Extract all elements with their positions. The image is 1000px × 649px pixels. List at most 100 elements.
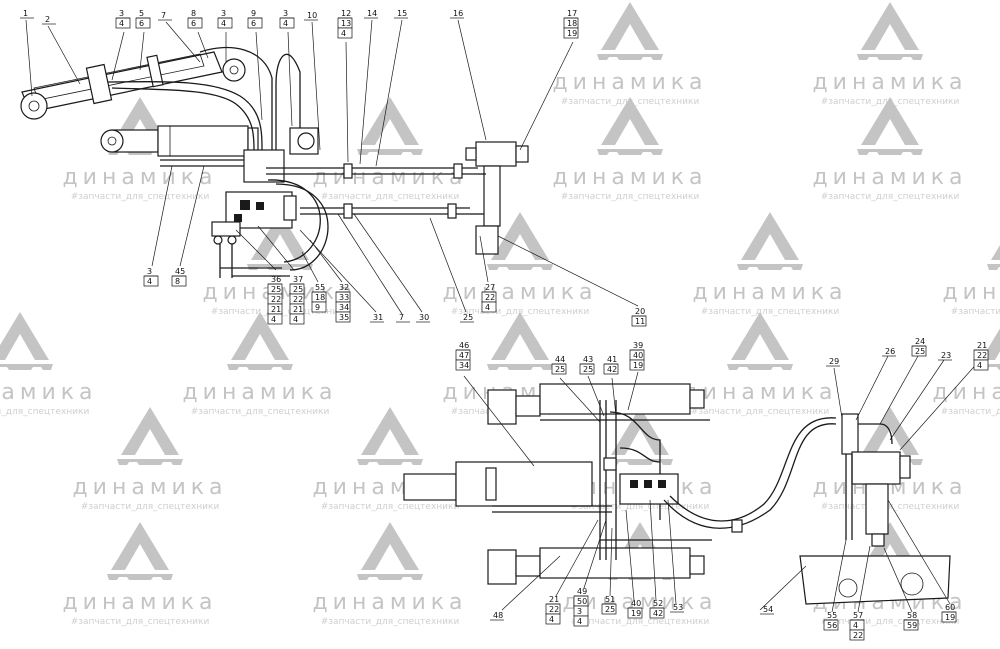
watermark-word: динамика — [692, 280, 848, 305]
callout-number: 55 — [315, 283, 325, 292]
callout-1: 1 — [20, 9, 34, 19]
watermark-word: динамика — [812, 165, 968, 190]
callout-number: 4 — [293, 315, 298, 324]
triangle-gear-logo — [597, 2, 663, 60]
watermark-word: динамика — [312, 165, 468, 190]
watermark-word: динамика — [682, 380, 838, 405]
callout-number: 4 — [577, 617, 582, 626]
callout-number: 37 — [293, 275, 303, 284]
watermark-tag: #запчасти_для_спецтехники — [560, 192, 700, 202]
watermark-tag: #запчасти_для_спецтехники — [820, 192, 960, 202]
callout-number: 22 — [549, 605, 559, 614]
watermark-tag: #запчасти_для_спецтехники — [450, 307, 590, 317]
triangle-gear-logo — [107, 522, 173, 580]
watermark-tag: #запчасти_для_спецтехники — [820, 617, 960, 627]
callout-number: 9 — [315, 303, 320, 312]
steering-unit-lower — [841, 413, 911, 547]
callout-23: 7 — [396, 313, 410, 323]
triangle-gear-logo — [0, 312, 53, 370]
triangle-gear-logo — [247, 212, 313, 270]
callout-number: 4 — [549, 615, 554, 624]
callout-box — [849, 629, 865, 641]
triangle-gear-logo — [117, 407, 183, 465]
watermark: динамика#запчасти_для_спецтехники — [40, 520, 240, 627]
callout-number: 60 — [945, 603, 955, 612]
callout-number: 49 — [577, 587, 587, 596]
callout-number: 39 — [633, 341, 643, 350]
watermark-tag: #запчасти_для_спецтехники — [570, 617, 710, 627]
watermark: динамика#запчасти_для_спецтехники — [420, 210, 620, 317]
callout-17: 458 — [171, 267, 187, 287]
callout-14: 16 — [450, 9, 464, 19]
callout-number: 53 — [673, 603, 683, 612]
watermark-tag: #запчасти_для_спецтехники — [570, 502, 710, 512]
callout-number: 19 — [945, 613, 955, 622]
callout-number: 44 — [555, 355, 565, 364]
callout-number: 17 — [567, 9, 577, 18]
triangle-gear-logo — [357, 97, 423, 155]
triangle-gear-logo — [857, 97, 923, 155]
callout-number: 5 — [139, 9, 144, 18]
triangle-gear-logo — [597, 97, 663, 155]
callout-number: 25 — [463, 313, 473, 322]
callout-6: 86 — [187, 9, 203, 29]
cylinder-bottom — [487, 539, 712, 585]
callout-38: 48 — [490, 611, 504, 621]
lift-cylinder-upper — [100, 125, 319, 167]
watermark-word: динамика — [552, 70, 708, 95]
callout-number: 22 — [293, 295, 303, 304]
watermark: динамика#запчасти_для_спецтехники — [0, 310, 120, 417]
callout-number: 22 — [485, 293, 495, 302]
triangle-gear-logo — [857, 2, 923, 60]
callout-number: 34 — [339, 303, 349, 312]
callout-number: 18 — [567, 19, 577, 28]
callout-2: 2 — [42, 15, 56, 25]
callout-24: 30 — [416, 313, 430, 323]
triangle-gear-logo — [987, 245, 1000, 270]
callout-box — [337, 27, 353, 39]
watermark: динамика#запчасти_для_спецтехники — [670, 210, 870, 317]
watermark-word: динамика — [552, 165, 708, 190]
callout-number: 4 — [271, 315, 276, 324]
triangle-gear-logo — [737, 212, 803, 270]
callout-number: 21 — [549, 595, 559, 604]
callout-number: 31 — [373, 313, 383, 322]
cylinder-middle — [403, 461, 612, 513]
callout-box — [563, 27, 579, 39]
watermark-tag: #запчасти_для_спецтехники — [820, 502, 960, 512]
watermark-word: динамика — [62, 165, 218, 190]
cylinder-top — [487, 383, 710, 425]
callout-number: 4 — [283, 19, 288, 28]
callout-box — [335, 311, 351, 323]
callout-9: 34 — [279, 9, 295, 29]
callout-number: 47 — [459, 351, 469, 360]
watermark-word: динамика — [812, 70, 968, 95]
callout-number: 19 — [567, 29, 577, 38]
callout-number: 21 — [293, 305, 303, 314]
callout-number: 4 — [147, 277, 152, 286]
callout-number: 15 — [397, 9, 407, 18]
watermark-tag: #запчасти_для_спецтехники — [320, 502, 460, 512]
callout-number: 55 — [827, 611, 837, 620]
watermark-word: динамика — [312, 590, 468, 615]
lower-assembly — [403, 383, 951, 605]
callout-10: 10 — [304, 11, 318, 21]
callout-number: 4 — [341, 29, 346, 38]
callout-number: 43 — [583, 355, 593, 364]
callout-7: 34 — [217, 9, 233, 29]
callout-22: 31 — [370, 313, 384, 323]
callout-number: 8 — [175, 277, 180, 286]
callout-number: 9 — [251, 9, 256, 18]
